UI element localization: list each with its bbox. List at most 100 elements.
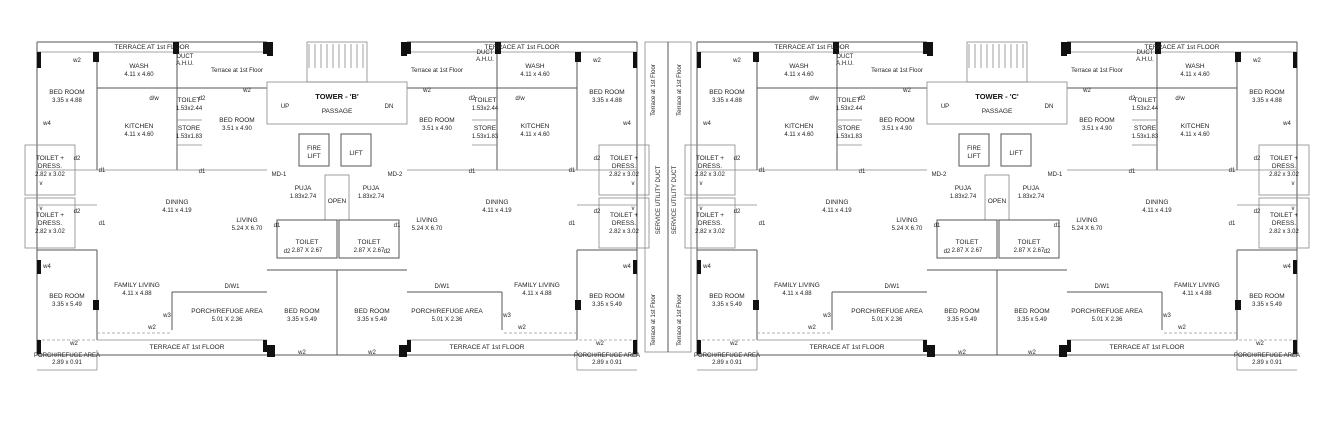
lift [1000, 133, 1032, 167]
lift-label: LIFT [349, 150, 362, 157]
bedroom-dim: 3.35 x 5.49 [52, 302, 82, 308]
door-mark: d2 [734, 156, 741, 162]
column [173, 42, 179, 54]
terrace-label: TERRACE AT 1st FLOOR [810, 344, 885, 351]
column [399, 345, 407, 357]
bedroom-dim: 3.35 x 5.49 [947, 317, 977, 323]
kitchen-label: KITCHEN [521, 123, 550, 130]
bedroom-label: BED ROOM [589, 293, 624, 300]
door-mark: d1 [759, 168, 766, 174]
bedroom-label: BED ROOM [1014, 308, 1049, 315]
puja-label: PUJA [1023, 185, 1040, 192]
kitchen-label: KITCHEN [785, 123, 814, 130]
column [697, 340, 701, 354]
door-mark: d2 [469, 96, 476, 102]
toilet-dress-dim: 2.82 x 3.02 [1269, 229, 1299, 235]
door-mark: d2 [199, 96, 206, 102]
door-window-mark: d/w [809, 96, 819, 102]
porch-dim: 5.01 X 2.36 [432, 317, 463, 323]
window-mark: w3 [822, 313, 831, 319]
puja-dim: 1.83x2.74 [950, 194, 977, 200]
window-mark: w3 [1162, 313, 1171, 319]
door-mark: d2 [594, 156, 601, 162]
porch-small-dim: 2.89 x 0.91 [712, 360, 742, 366]
main-door-mark: MD-2 [388, 172, 403, 178]
tower-title: TOWER - 'C' [975, 92, 1019, 101]
terrace-label: TERRACE AT 1st FLOOR [150, 344, 225, 351]
dining-label: DINING [1146, 199, 1169, 206]
door-mark: d2 [734, 209, 741, 215]
bedroom-label: BED ROOM [354, 308, 389, 315]
toilet-dress-dim: 2.82 x 3.02 [1269, 172, 1299, 178]
fire-lift-label: LIFT [307, 153, 320, 160]
tower-title: TOWER - 'B' [315, 92, 359, 101]
column [1235, 52, 1241, 62]
door-mark: d2 [1044, 249, 1051, 255]
column [263, 42, 267, 54]
fire-lift-label: FIRE [967, 146, 981, 152]
dress-label: DRESS. [1272, 163, 1296, 170]
window-mark: w2 [902, 88, 911, 94]
open-label: OPEN [988, 198, 1007, 205]
bedroom-dim: 3.51 x 4.90 [222, 126, 252, 132]
column [1061, 42, 1067, 56]
dining-dim: 4.11 x 4.19 [1142, 208, 1172, 214]
column [93, 300, 99, 310]
kitchen-dim: 4.11 x 4.60 [124, 132, 154, 138]
vent-mark: v [700, 206, 703, 212]
vent-mark: v [40, 181, 43, 187]
vertical-label: Terrace at 1st Floor [677, 294, 683, 346]
door-mark: d2 [1254, 209, 1261, 215]
door-mark: d2 [384, 249, 391, 255]
terrace-label: TERRACE AT 1st FLOOR [775, 44, 850, 51]
bedroom-label: BED ROOM [589, 89, 624, 96]
porch-dim: 5.01 X 2.36 [872, 317, 903, 323]
porch-dim: 5.01 X 2.36 [212, 317, 243, 323]
fire-lift [958, 133, 990, 167]
vertical-label: Terrace at 1st Floor [651, 64, 657, 116]
toilet-dress-dim: 2.82 x 3.02 [35, 229, 65, 235]
door-mark: d1 [469, 169, 476, 175]
bedroom-dim: 3.35 x 5.49 [287, 317, 317, 323]
door-mark: d2 [74, 209, 81, 215]
window-mark: w2 [242, 88, 251, 94]
window-mark: w2 [1252, 58, 1261, 64]
family-living-label: FAMILY LIVING [114, 282, 160, 289]
wash-label: WASH [129, 63, 149, 70]
bedroom-label: BED ROOM [49, 293, 84, 300]
toilet-dress-box [684, 144, 736, 196]
bedroom-dim: 3.35 x 5.49 [357, 317, 387, 323]
toilet-dress-box [1258, 197, 1310, 249]
porch-label: PORCH/REFUGE AREA [851, 308, 923, 315]
door-mark: d1 [1054, 223, 1061, 229]
column [37, 260, 41, 274]
bedroom-dim: 3.35 x 5.49 [1017, 317, 1047, 323]
porch-small-label: PORCH/REFUGE AREA [694, 353, 760, 359]
column [575, 300, 581, 310]
bedroom-label: BED ROOM [709, 293, 744, 300]
door-window-mark: D/W1 [885, 284, 901, 290]
column [923, 340, 927, 352]
window-mark: w4 [42, 121, 51, 127]
store-dim: 1.53x1.83 [472, 134, 499, 140]
window-mark: w2 [147, 325, 156, 331]
fire-lift-label: FIRE [307, 146, 321, 152]
window-mark: w2 [1082, 88, 1091, 94]
toilet-dress-label: TOILET + [1270, 212, 1298, 219]
toilet-dress-label: TOILET + [36, 155, 64, 162]
ahu-label: A.H.U. [476, 57, 494, 63]
vent-mark: v [632, 181, 635, 187]
door-mark: d2 [1129, 96, 1136, 102]
toilet-box [998, 219, 1060, 259]
porch-small-dim: 2.89 x 0.91 [52, 360, 82, 366]
window-mark: w2 [72, 58, 81, 64]
porch-small-dim: 2.89 x 0.91 [1252, 360, 1282, 366]
wash-dim: 4.11 x 4.60 [1180, 72, 1210, 78]
terrace-label: TERRACE AT 1st FLOOR [485, 44, 560, 51]
window-mark: w4 [702, 121, 711, 127]
passage-label: PASSAGE [982, 108, 1013, 115]
